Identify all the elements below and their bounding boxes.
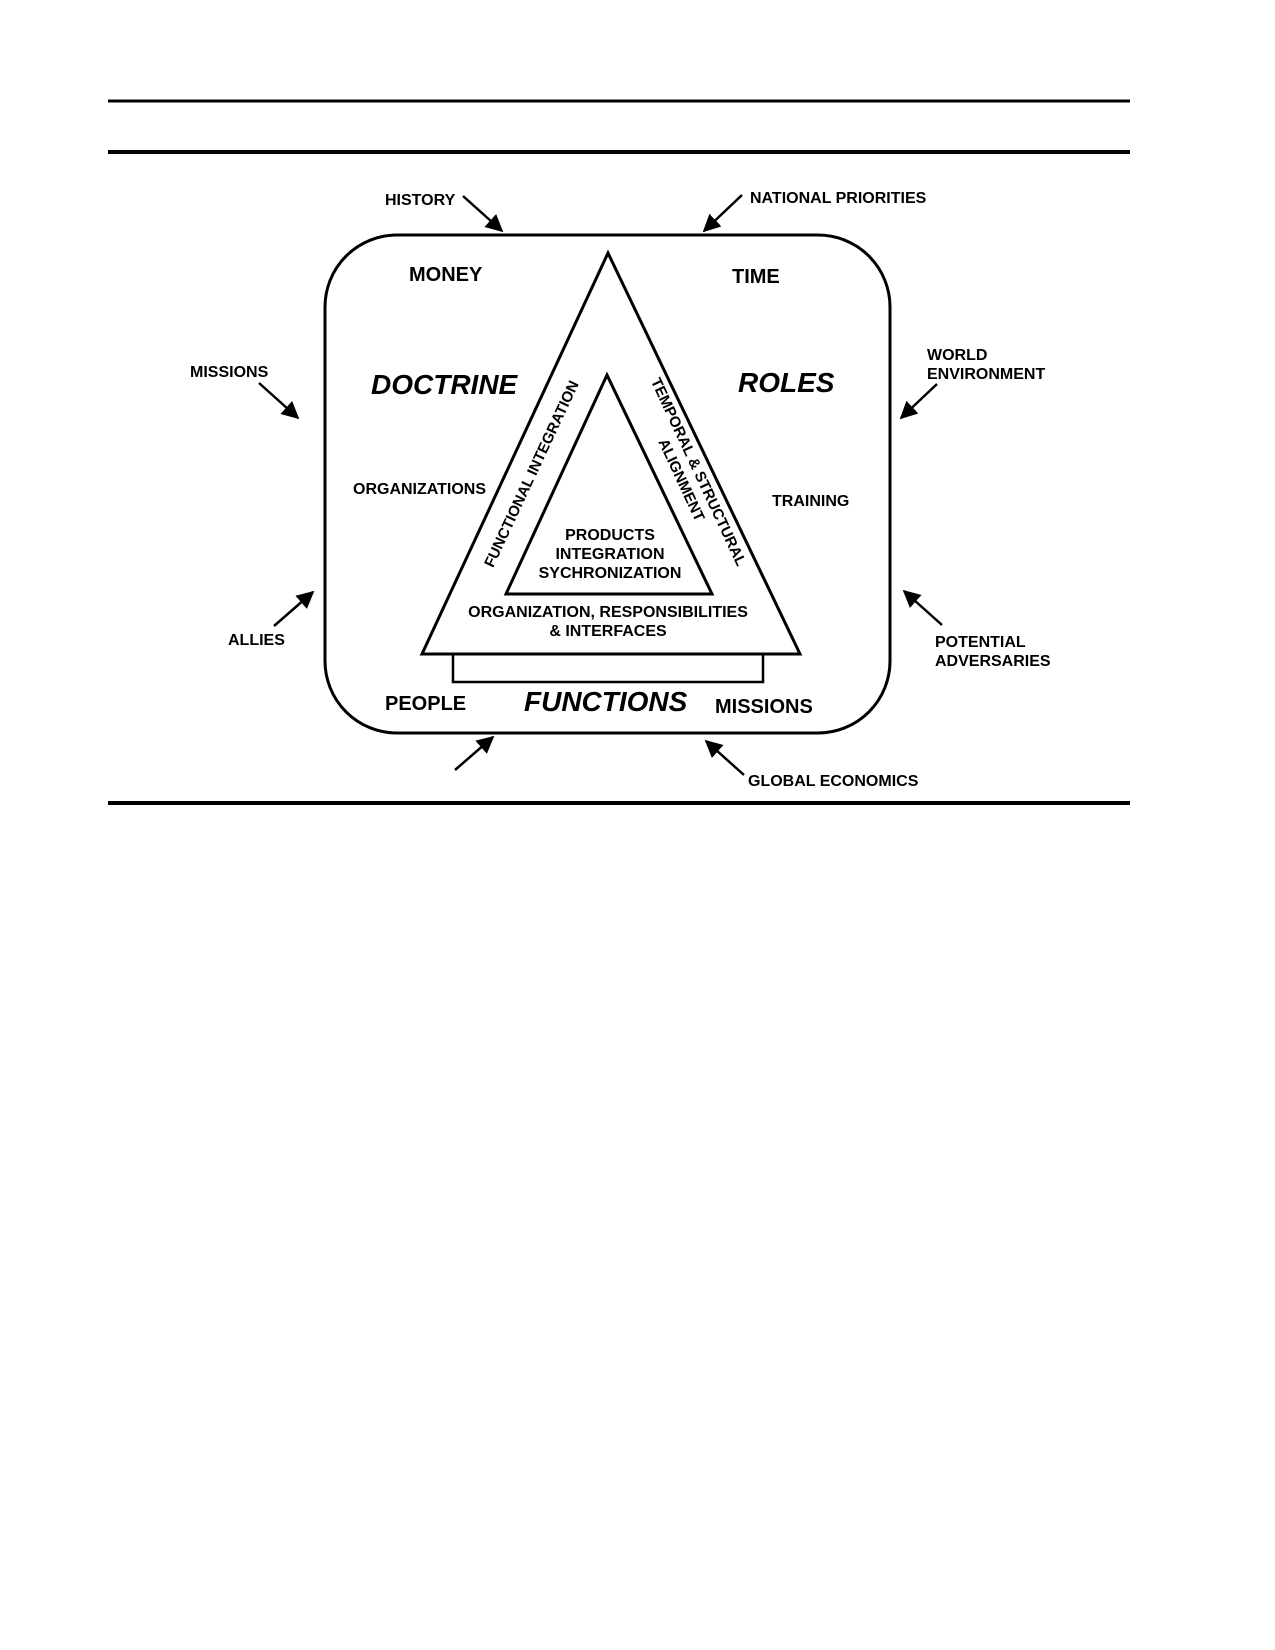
- label-history: HISTORY: [385, 192, 456, 209]
- label-adversaries: ADVERSARIES: [935, 653, 1051, 670]
- label-time: TIME: [732, 266, 780, 288]
- arrow-history: [462, 195, 504, 233]
- label-missions-internal: MISSIONS: [715, 696, 813, 718]
- base-pedestal: [451, 652, 765, 684]
- label-money: MONEY: [409, 264, 483, 286]
- label-sychronization: SYCHRONIZATION: [539, 565, 682, 582]
- arrow-world-environment: [899, 383, 938, 420]
- label-allies: ALLIES: [228, 632, 285, 649]
- label-interfaces: & INTERFACES: [549, 623, 667, 640]
- outer-box: [323, 233, 892, 735]
- label-environment: ENVIRONMENT: [927, 366, 1045, 383]
- arrow-bottom-left: [454, 735, 495, 771]
- label-temporal-structural: TEMPORAL & STRUCTURAL: [647, 375, 749, 568]
- arrow-national-priorities: [702, 194, 743, 233]
- label-organizations: ORGANIZATIONS: [353, 481, 486, 498]
- label-doctrine: DOCTRINE: [371, 369, 519, 400]
- label-world: WORLD: [927, 347, 987, 364]
- arrow-potential-adversaries: [902, 589, 943, 626]
- label-global-economics: GLOBAL ECONOMICS: [748, 773, 919, 790]
- label-roles: ROLES: [738, 367, 835, 398]
- label-national-priorities: NATIONAL PRIORITIES: [750, 190, 927, 207]
- arrow-missions-left: [258, 382, 300, 420]
- label-integration: INTEGRATION: [555, 546, 664, 563]
- label-organization-responsibilities: ORGANIZATION, RESPONSIBILITIES: [468, 604, 748, 621]
- arrow-global-economics: [704, 739, 745, 776]
- label-people: PEOPLE: [385, 693, 466, 715]
- label-missions-external: MISSIONS: [190, 364, 269, 381]
- label-potential: POTENTIAL: [935, 634, 1026, 651]
- label-functions: FUNCTIONS: [524, 686, 688, 717]
- label-training: TRAINING: [772, 493, 849, 510]
- inner-triangle: [503, 371, 715, 596]
- arrow-allies: [273, 590, 315, 627]
- label-products: PRODUCTS: [565, 527, 655, 544]
